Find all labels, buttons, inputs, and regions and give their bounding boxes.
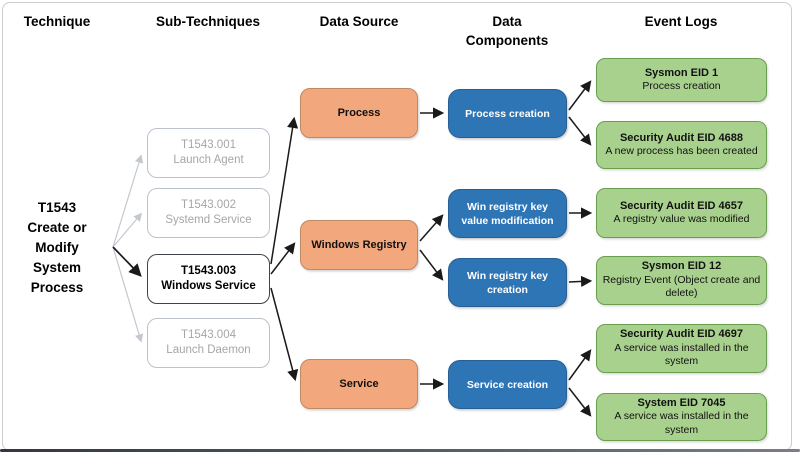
event-log-title: Sysmon EID 12: [641, 260, 722, 273]
event-log-title: Security Audit EID 4697: [619, 328, 744, 341]
subtechnique-name: Systemd Service: [165, 214, 252, 226]
data-component-win-reg-key-value-mod: Win registry key value modification: [448, 189, 567, 238]
event-log-description: A service was installed in the system: [614, 410, 749, 436]
column-header-data-source: Data Source: [319, 14, 399, 29]
subtechnique-name: Windows Service: [161, 280, 256, 292]
subtechnique-name: Launch Agent: [173, 154, 244, 166]
subtechnique-id: T1543.001: [181, 139, 236, 151]
event-log-sysmon-eid-1: Sysmon EID 1 Process creation: [596, 58, 767, 102]
data-component-process-creation: Process creation: [448, 89, 567, 138]
event-log-description: A registry value was modified: [613, 213, 750, 225]
event-log-title: System EID 7045: [637, 396, 726, 409]
column-header-subtechniques: Sub-Techniques: [155, 14, 260, 29]
subtechnique-t1543-003: T1543.003 Windows Service: [147, 254, 270, 304]
subtechnique-t1543-004: T1543.004 Launch Daemon: [147, 318, 270, 368]
subtechnique-id: T1543.004: [181, 329, 236, 341]
data-source-service: Service: [300, 359, 418, 409]
technique-name: Create or Modify System Process: [27, 220, 87, 295]
column-header-data-components: Data Components: [465, 14, 549, 48]
event-log-description: Registry Event (Object create and delete…: [602, 273, 761, 300]
data-component-win-reg-key-creation: Win registry key creation: [448, 258, 567, 307]
column-header-event-logs: Event Logs: [644, 14, 718, 29]
event-log-title: Security Audit EID 4688: [619, 131, 744, 144]
event-log-title: Sysmon EID 1: [644, 66, 719, 79]
event-log-sysmon-eid-12: Sysmon EID 12 Registry Event (Object cre…: [596, 256, 767, 305]
event-log-description: A new process has been created: [605, 145, 758, 157]
event-log-description: A service was installed in the system: [614, 341, 749, 368]
data-component-service-creation: Service creation: [448, 360, 567, 409]
event-log-security-audit-eid-4657: Security Audit EID 4657 A registry value…: [596, 188, 767, 238]
event-log-security-audit-eid-4697: Security Audit EID 4697 A service was in…: [596, 324, 767, 373]
data-source-windows-registry: Windows Registry: [300, 220, 418, 270]
subtechnique-id: T1543.002: [181, 199, 236, 211]
bottom-edge: [0, 449, 800, 452]
subtechnique-id: T1543.003: [181, 265, 236, 277]
subtechnique-t1543-002: T1543.002 Systemd Service: [147, 188, 270, 238]
event-log-description: Process creation: [642, 80, 721, 92]
technique-label: T1543 Create or Modify System Process: [19, 198, 95, 298]
event-log-security-audit-eid-4688: Security Audit EID 4688 A new process ha…: [596, 121, 767, 169]
event-log-system-eid-7045: System EID 7045 A service was installed …: [596, 393, 767, 441]
subtechnique-name: Launch Daemon: [166, 344, 251, 356]
subtechnique-t1543-001: T1543.001 Launch Agent: [147, 128, 270, 178]
event-log-title: Security Audit EID 4657: [619, 199, 744, 212]
technique-id: T1543: [37, 200, 77, 215]
data-source-process: Process: [300, 88, 418, 138]
column-header-technique: Technique: [23, 14, 91, 29]
